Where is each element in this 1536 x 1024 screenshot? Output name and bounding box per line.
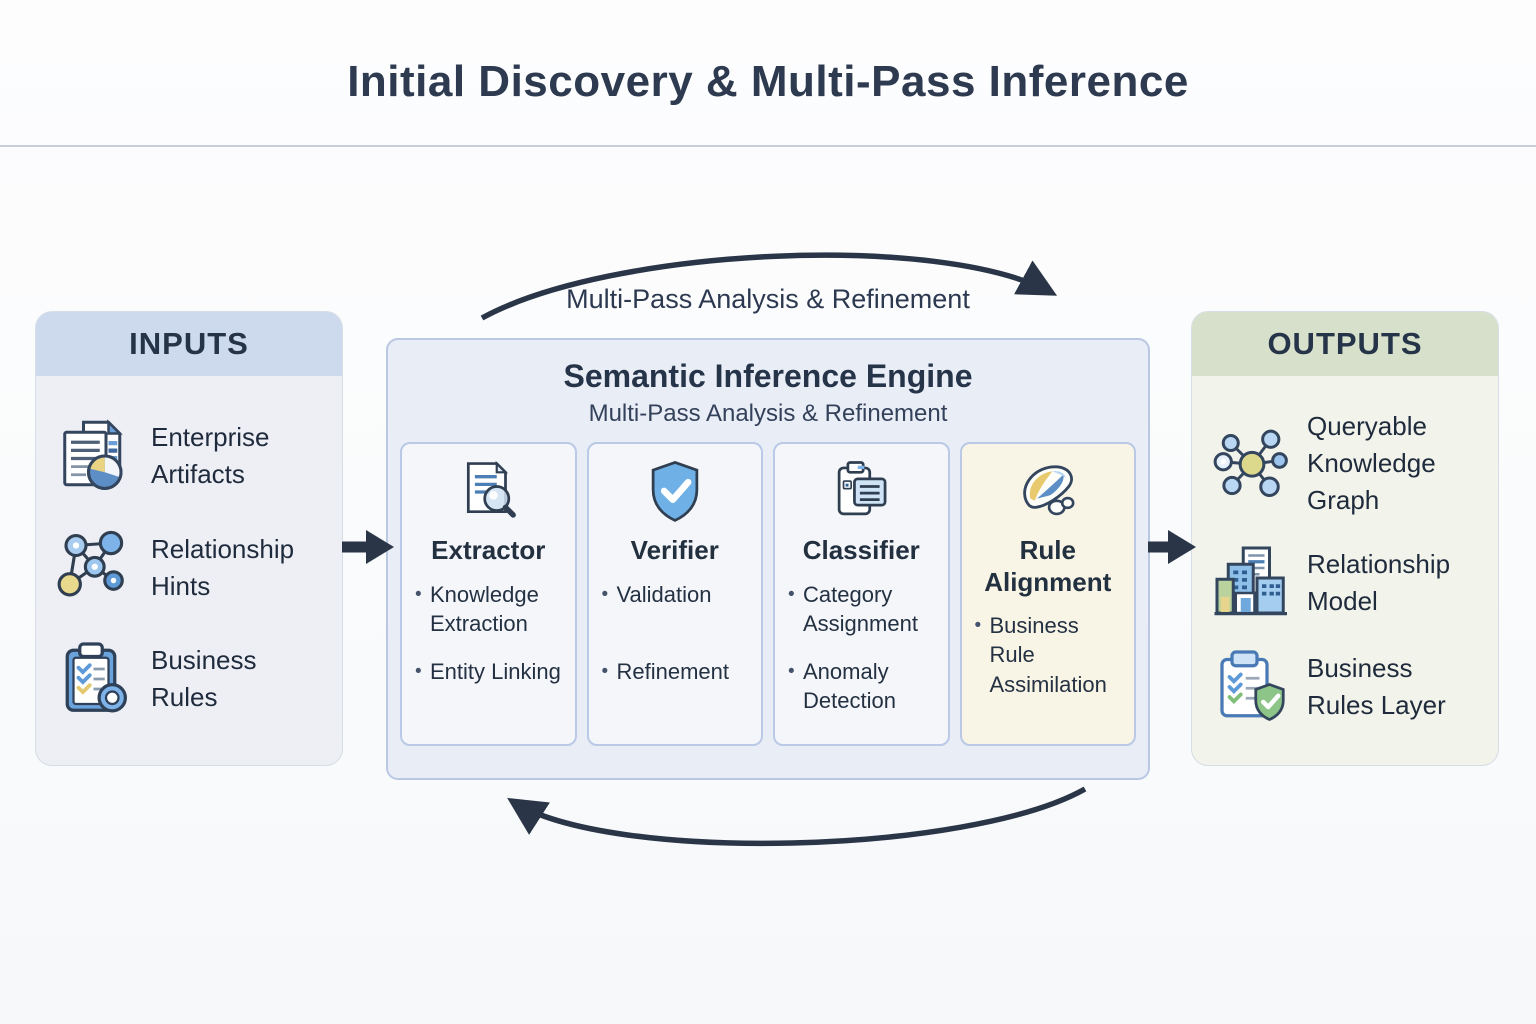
stage-bullet: Refinement [602,657,753,734]
input-item-relationship-hints: Relationship Hints [56,528,328,608]
title-divider [0,145,1536,147]
shield-check-icon [640,457,710,527]
clipboard-shield-icon [1212,647,1292,727]
engine-stages: Extractor Knowledge Extraction Entity Li… [388,428,1148,746]
clipboard-seal-icon [56,639,136,719]
network-graph-icon [56,528,136,608]
inputs-panel: INPUTS [36,312,342,765]
stage-bullet-list: Business Rule Assimilation [971,611,1126,698]
input-item-label: Relationship Hints [151,533,295,601]
input-item-label: Enterprise Artifacts [151,421,270,489]
engine-subtitle: Multi-Pass Analysis & Refinement [588,400,948,427]
page-title: Initial Discovery & Multi-Pass Inference [347,57,1189,106]
output-item-label: Queryable Knowledge Graph [1307,411,1436,515]
stage-bullet: Business Rule Assimilation [975,611,1126,698]
stage-extractor: Extractor Knowledge Extraction Entity Li… [400,442,577,746]
knowledge-graph-icon [1212,423,1292,503]
documents-pie-icon [56,416,136,496]
outputs-header: OUTPUTS [1192,312,1498,376]
inputs-header: INPUTS [36,312,342,376]
stage-title: Classifier [802,535,920,565]
stage-bullet: Category Assignment [788,580,939,657]
output-item-label: Business Rules Layer [1307,653,1446,720]
stage-rule-alignment: Rule Alignment Business Rule Assimilatio… [959,442,1136,746]
stage-title: Extractor [431,535,546,565]
stage-title: Rule Alignment [984,535,1112,597]
stage-verifier: Verifier Validation Refinement [586,442,763,746]
input-item-label: Business Rules [151,645,257,713]
input-item-enterprise-artifacts: Enterprise Artifacts [56,416,328,496]
stage-bullet: Knowledge Extraction [415,580,566,657]
document-magnifier-icon [453,457,523,527]
input-item-business-rules: Business Rules [56,639,328,719]
clipboard-card-icon [826,457,896,527]
outputs-body: Queryable Knowledge Graph [1192,376,1498,765]
buildings-icon [1212,543,1292,623]
outputs-panel: OUTPUTS [1192,312,1498,765]
cycle-arrow-bottom [507,786,1087,847]
rule-alignment-icon [1013,457,1083,527]
top-arrow-label: Multi-Pass Analysis & Refinement [566,284,970,314]
stage-bullet-list: Knowledge Extraction Entity Linking [411,580,566,734]
output-item-label: Relationship Model [1307,548,1451,616]
engine-panel: Semantic Inference Engine Multi-Pass Ana… [386,338,1150,780]
stage-bullet: Validation [602,580,753,657]
inputs-body: Enterprise Artifacts [36,376,342,765]
engine-to-outputs-arrow [1148,530,1196,564]
stage-bullet: Entity Linking [415,657,566,734]
stage-title: Verifier [630,535,719,565]
stage-bullet-list: Validation Refinement [598,580,753,734]
engine-title: Semantic Inference Engine [563,358,973,394]
output-item-queryable-knowledge-graph: Queryable Knowledge Graph [1212,408,1484,519]
stage-bullet-list: Category Assignment Anomaly Detection [784,580,939,734]
output-item-relationship-model: Relationship Model [1212,543,1484,623]
stage-bullet: Anomaly Detection [788,657,939,734]
output-item-business-rules-layer: Business Rules Layer [1212,647,1484,727]
stage-classifier: Classifier Category Assignment Anomaly D… [773,442,950,746]
